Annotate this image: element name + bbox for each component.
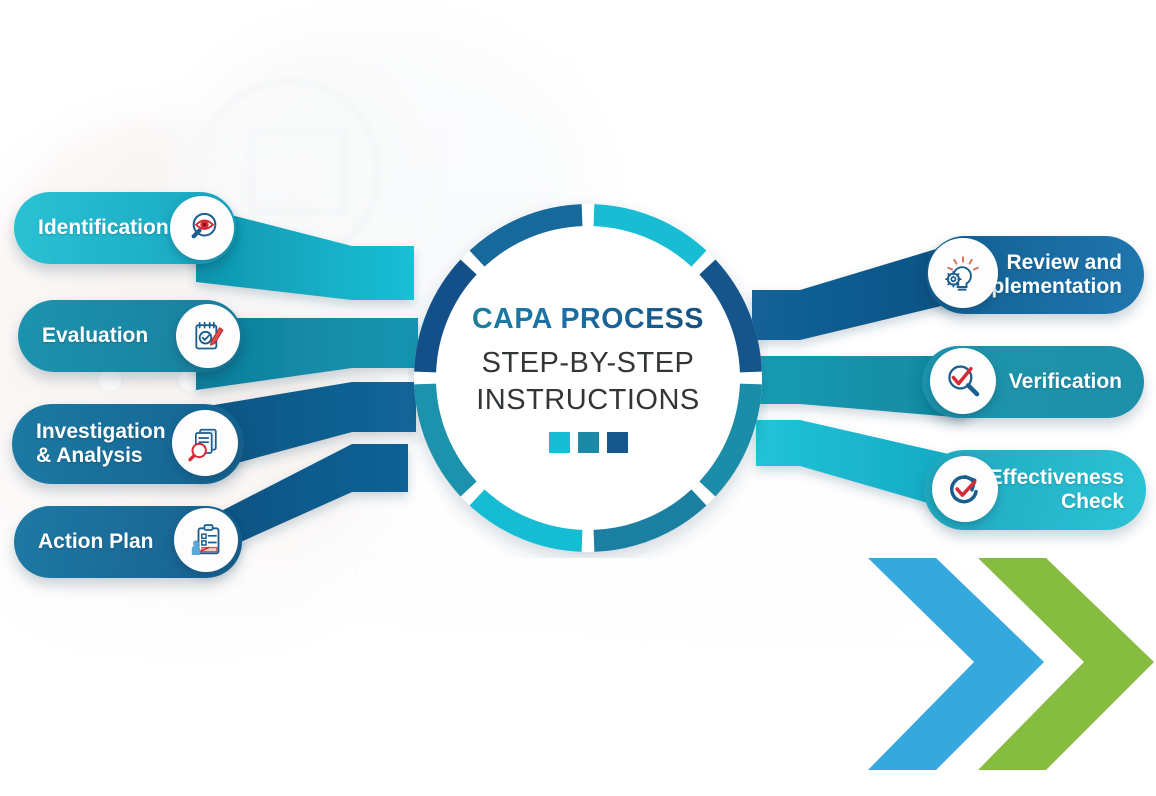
center-subtitle-line1: STEP-BY-STEP xyxy=(481,347,695,380)
notepad-check-pencil-icon xyxy=(176,304,240,368)
magnifier-check-icon xyxy=(930,348,996,414)
center-text-block: CAPA PROCESS STEP-BY-STEP INSTRUCTIONS xyxy=(444,234,732,522)
ring-segment xyxy=(469,204,583,267)
center-subtitle-line2: INSTRUCTIONS xyxy=(476,383,700,416)
step-investigation-analysis-label: Investigation & Analysis xyxy=(36,420,166,467)
connector-left-1 xyxy=(196,206,414,300)
connector-right-3 xyxy=(756,420,966,514)
connector-right-1 xyxy=(752,240,966,340)
ring-segment xyxy=(699,383,762,497)
lightbulb-gear-icon xyxy=(928,238,998,308)
accent-square xyxy=(606,431,628,453)
connector-left-3 xyxy=(196,382,416,474)
accent-square xyxy=(577,431,599,453)
ring-segment xyxy=(593,489,707,552)
step-effectiveness-check-label: Effectiveness Check xyxy=(988,466,1124,513)
chevron-arrows xyxy=(868,558,1154,770)
connector-right-2 xyxy=(752,356,966,418)
documents-magnifier-icon xyxy=(172,410,238,476)
step-verification-label: Verification xyxy=(1008,370,1122,394)
chevron-blue-icon xyxy=(868,558,1044,770)
connector-left-4 xyxy=(196,444,408,562)
step-action-plan-label: Action Plan xyxy=(38,530,154,554)
ring-segment xyxy=(414,383,477,497)
refresh-check-icon xyxy=(932,456,998,522)
center-hub: CAPA PROCESS STEP-BY-STEP INSTRUCTIONS xyxy=(408,198,768,558)
center-title: CAPA PROCESS xyxy=(471,303,705,336)
step-identification-label: Identification xyxy=(38,216,169,240)
accent-square xyxy=(548,431,570,453)
ring-segment xyxy=(593,204,707,267)
ring-segment xyxy=(469,489,583,552)
chevron-green-icon xyxy=(978,558,1154,770)
magnifier-eye-icon xyxy=(170,196,234,260)
step-evaluation-label: Evaluation xyxy=(42,324,149,348)
step-review-implementation-label: Review and Implementation xyxy=(966,251,1122,298)
ring-segment xyxy=(699,259,762,373)
ring-segment xyxy=(414,259,477,373)
clipboard-person-icon xyxy=(174,508,238,572)
accent-squares xyxy=(548,431,628,453)
connector-left-2 xyxy=(196,318,418,390)
